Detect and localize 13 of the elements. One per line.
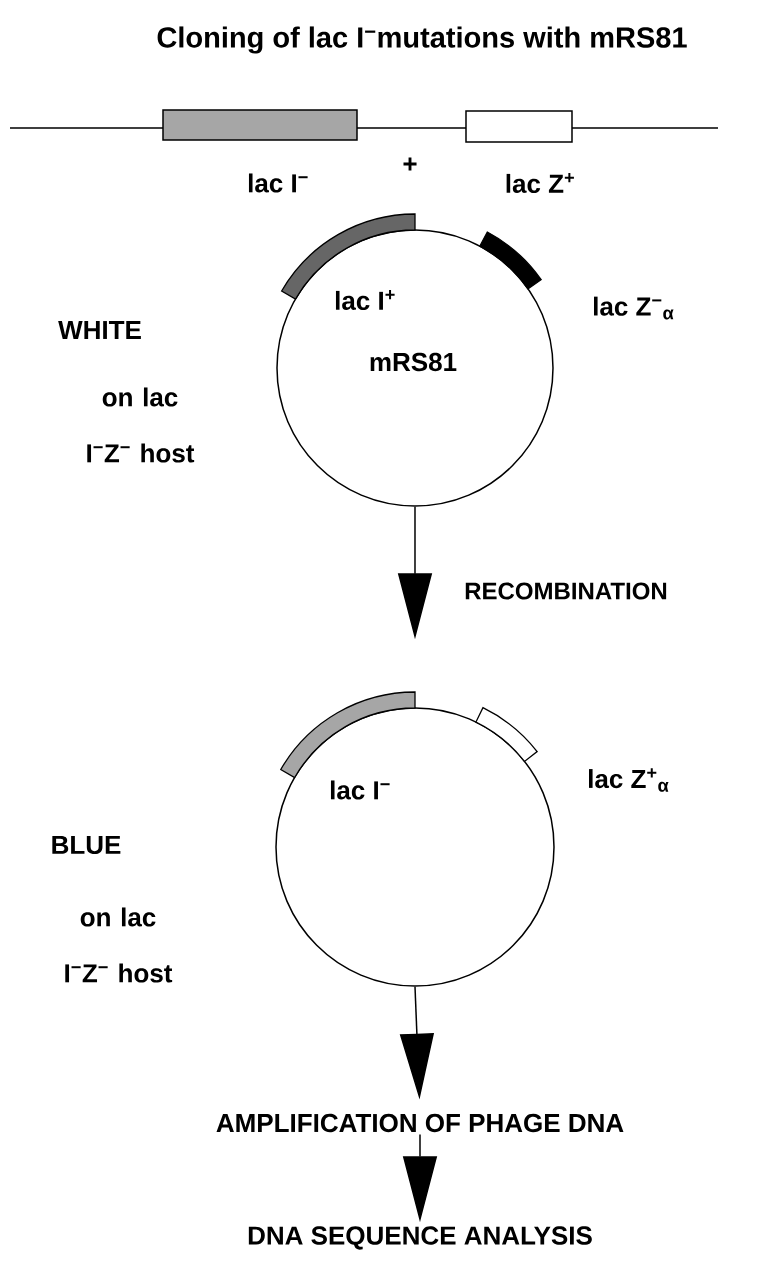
phenotype-label: BLUE [52, 835, 121, 855]
phenotype-label: on lac I$^{−}$Z$^{−}$ host [87, 387, 195, 463]
gene-label: lac Z$^{−}$α [594, 296, 674, 320]
phenotype-label: WHITE [58, 321, 141, 339]
title: Cloning of lac I$^{−}$mutations with mRS81 [157, 26, 687, 54]
step-label: DNA SEQUENCE ANALYSIS [248, 1226, 592, 1250]
step-label: AMPLIFICATION OF PHAGE DNA [216, 1113, 624, 1133]
phenotype-label: on lac I$^{−}$Z$^{−}$ host [65, 907, 173, 983]
gene-label: + [403, 157, 417, 171]
gene-label: lac I$^{−}$ [248, 173, 308, 193]
gene-label: lac Z$^{+}$α [589, 768, 669, 792]
edge-label: RECOMBINATION [462, 580, 670, 602]
gene-label: lac Z$^{+}$ [506, 173, 574, 193]
